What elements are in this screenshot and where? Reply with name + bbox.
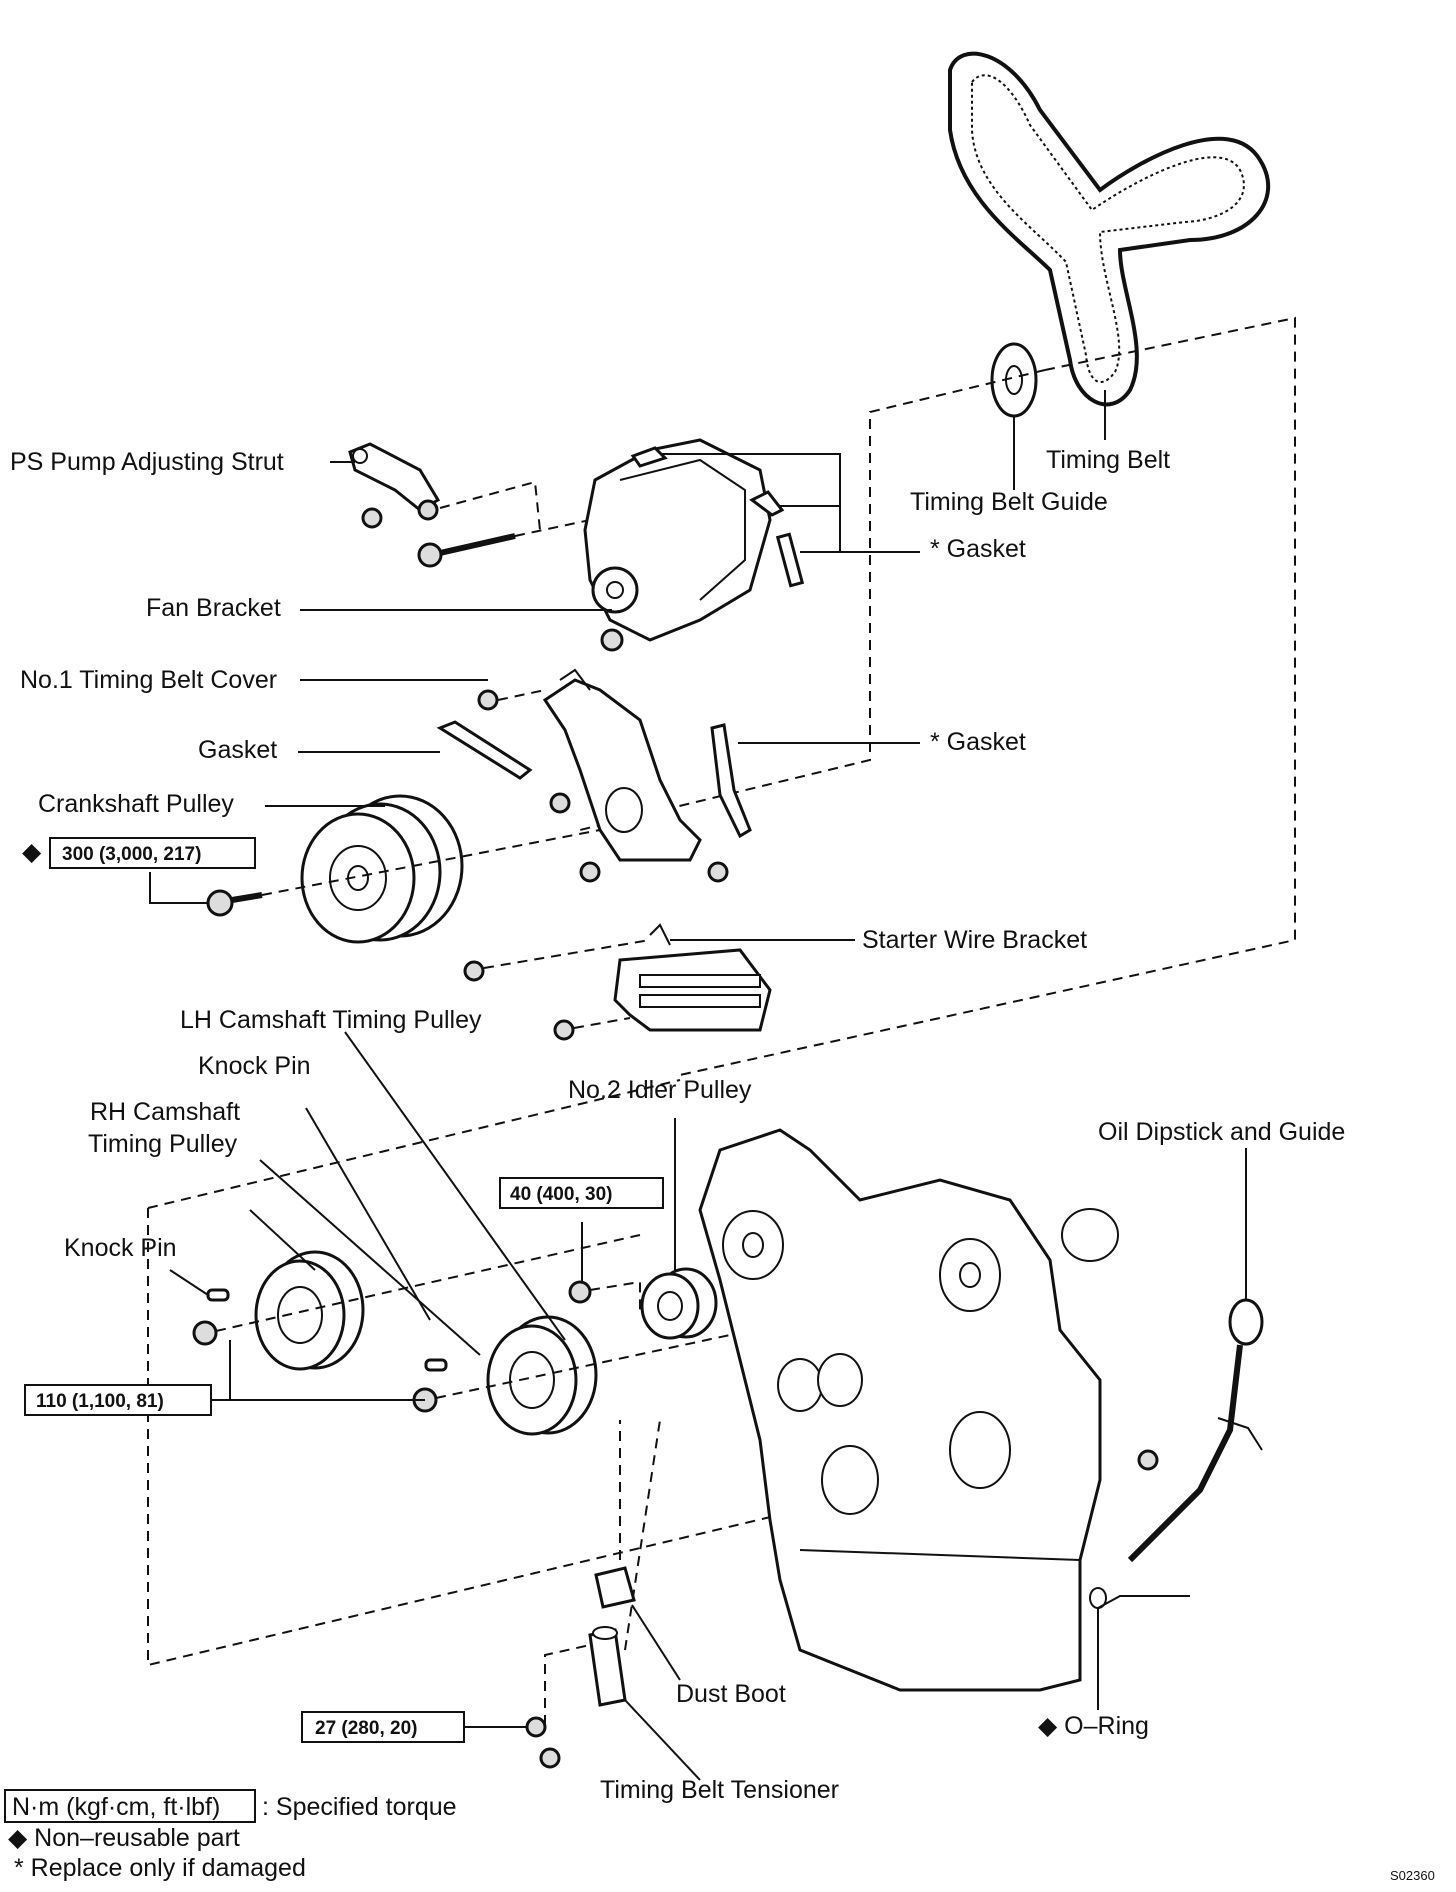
starter-wire-bracket-drawing (613, 923, 772, 1032)
nonreusable-marker: ◆ (22, 838, 42, 866)
label-rh-camshaft-line2: Timing Pulley (88, 1130, 238, 1158)
long-bolt-drawing (417, 533, 516, 568)
crankshaft-bolt-drawing (206, 889, 263, 917)
label-timing-belt: Timing Belt (1046, 446, 1170, 474)
label-rh-camshaft-line1: RH Camshaft (90, 1098, 240, 1126)
legend-unit-box (4, 1789, 256, 1823)
crank-bolt-torque: 300 (3,000, 217) (62, 844, 201, 865)
figure-code: S02360 (1390, 1868, 1435, 1883)
label-crankshaft-pulley: Crankshaft Pulley (38, 790, 234, 818)
cam-bolts-torque: 110 (1,100, 81) (36, 1391, 164, 1412)
label-starter-wire-bracket: Starter Wire Bracket (862, 926, 1087, 954)
gasket-strip-right-drawing (710, 723, 752, 839)
timing-belt-drawing (948, 51, 1271, 407)
legend: N·m (kgf·cm, ft·lbf) : Specified torque … (4, 1789, 457, 1882)
lh-camshaft-pulley-drawing (486, 1315, 598, 1436)
timing-belt-guide-drawing (990, 342, 1038, 418)
tensioner-bolts-torque-box (301, 1711, 465, 1743)
label-no1-timing-belt-cover: No.1 Timing Belt Cover (20, 666, 277, 694)
dust-boot-drawing (594, 1566, 636, 1609)
label-gasket-mid: * Gasket (930, 728, 1026, 756)
idler-bolt-torque: 40 (400, 30) (510, 1184, 612, 1205)
knock-pins-drawing (206, 1288, 448, 1372)
legend-unit: N·m (kgf·cm, ft·lbf) (12, 1793, 220, 1821)
tensioner-drawing (588, 1626, 627, 1707)
legend-unit-desc: : Specified torque (262, 1793, 457, 1821)
crank-bolt-torque-box (49, 837, 256, 869)
engine-block-drawing (698, 1128, 1119, 1692)
cam-bolts-torque-box (24, 1384, 212, 1416)
idler-bolt-torque-box (499, 1177, 664, 1209)
tensioner-bolts-torque: 27 (280, 20) (315, 1718, 417, 1739)
label-o-ring: ◆ O–Ring (1038, 1712, 1149, 1740)
rh-camshaft-pulley-drawing (254, 1250, 365, 1371)
oil-dipstick-drawing (1089, 1298, 1264, 1609)
label-ps-pump-adjusting-strut: PS Pump Adjusting Strut (10, 448, 284, 476)
gasket-small-parts-drawing (630, 446, 805, 588)
label-timing-belt-tensioner: Timing Belt Tensioner (600, 1776, 839, 1804)
label-knock-pin-left: Knock Pin (64, 1234, 177, 1262)
no1-timing-belt-cover-drawing (542, 668, 702, 862)
label-no2-idler-pulley: No.2 Idler Pulley (568, 1076, 752, 1104)
fan-bracket-drawing (583, 438, 772, 652)
ps-pump-strut-drawing (348, 442, 441, 529)
no2-idler-pulley-drawing (640, 1267, 718, 1340)
label-knock-pin-upper: Knock Pin (198, 1052, 311, 1080)
gasket-strip-left-drawing (436, 720, 533, 780)
label-lh-camshaft-timing-pulley: LH Camshaft Timing Pulley (180, 1006, 482, 1034)
legend-replace: * Replace only if damaged (14, 1854, 306, 1882)
label-dust-boot: Dust Boot (676, 1680, 786, 1708)
label-timing-belt-guide: Timing Belt Guide (910, 488, 1108, 516)
label-gasket-upper: * Gasket (930, 535, 1026, 563)
crankshaft-pulley-drawing (300, 794, 464, 944)
label-oil-dipstick-and-guide: Oil Dipstick and Guide (1098, 1118, 1345, 1146)
label-fan-bracket: Fan Bracket (146, 594, 281, 622)
label-gasket-left: Gasket (198, 736, 277, 764)
legend-nonreusable: ◆ Non–reusable part (8, 1824, 240, 1852)
